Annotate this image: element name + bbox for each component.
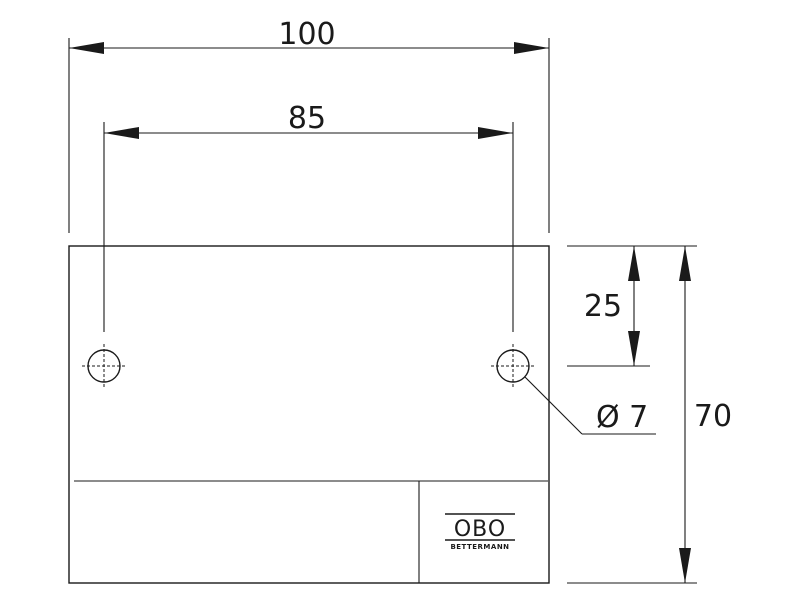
label-hole-spacing: 85 (288, 101, 326, 136)
arrowhead-right (514, 42, 549, 54)
dimension-hole-offset: 25 (567, 245, 697, 367)
label-overall-height: 70 (694, 399, 732, 434)
arrowhead-right (478, 127, 513, 139)
dimension-hole-spacing: 85 (103, 101, 514, 332)
arrowhead-left (69, 42, 104, 54)
logo-brand-text: OBO (454, 517, 506, 542)
plate-outline (68, 245, 550, 584)
arrowhead-bottom (628, 331, 640, 366)
dimension-hole-diameter: Ø 7 (524, 376, 656, 435)
arrowhead-bottom (679, 548, 691, 583)
mounting-hole-left (82, 344, 126, 388)
arrowhead-top (679, 246, 691, 281)
label-hole-offset: 25 (584, 289, 622, 324)
arrowhead-top (628, 246, 640, 281)
plate (68, 245, 550, 584)
mounting-hole-right (491, 344, 535, 388)
leader-line-diagonal (524, 376, 583, 435)
dimension-overall-width: 100 (68, 17, 550, 233)
dimension-overall-height: 70 (567, 246, 732, 584)
label-hole-diameter: Ø 7 (596, 400, 648, 435)
arrowhead-left (104, 127, 139, 139)
obo-logo: OBO BETTERMANN (445, 513, 515, 551)
logo-sub-text: BETTERMANN (450, 543, 509, 551)
label-overall-width: 100 (278, 17, 335, 52)
